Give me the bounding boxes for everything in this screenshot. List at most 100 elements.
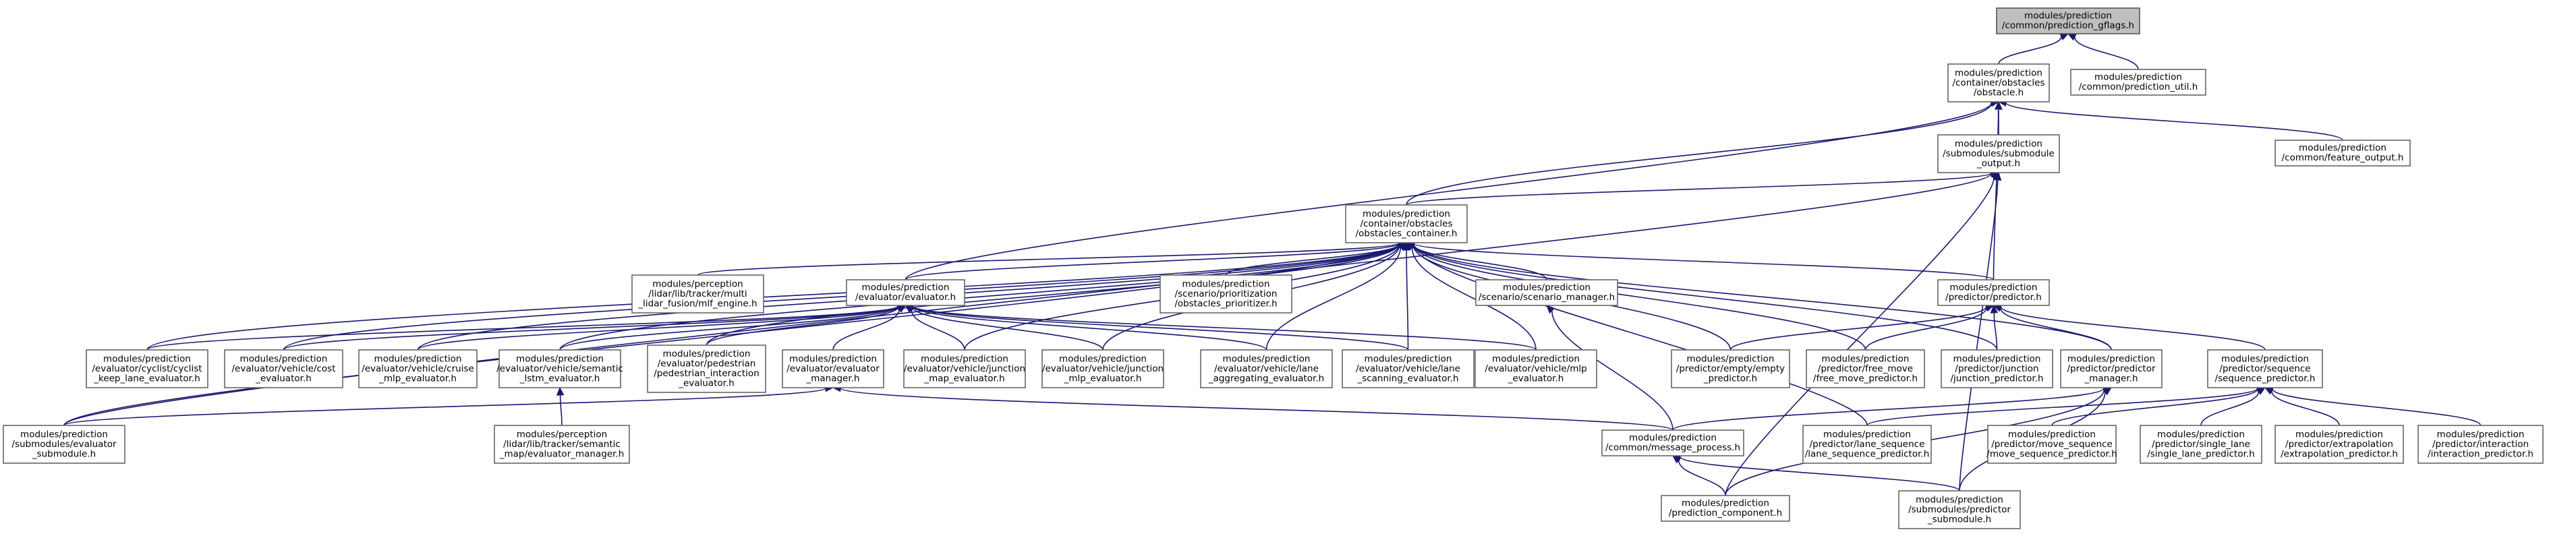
edge-evaluator-to-obstacle	[905, 99, 2000, 280]
node-label-line: /evaluator/evaluator	[786, 363, 880, 374]
node-label-line: /common/prediction_util.h	[2079, 82, 2198, 92]
node-label-line: _manager.h	[2084, 373, 2138, 384]
node-box	[1601, 429, 1744, 456]
node-label-line: /evaluator/vehicle/lane	[1214, 363, 1319, 374]
node-junction-map[interactable]: modules/prediction/evaluator/vehicle/jun…	[903, 349, 1026, 388]
node-label-line: /pedestrian_interaction	[654, 368, 760, 379]
node-label-line: /scenario/scenario_manager.h	[1479, 292, 1615, 303]
node-free-move[interactable]: modules/prediction/predictor/free_move/f…	[1806, 349, 1925, 388]
node-label-line: /evaluator/vehicle/junction	[1042, 363, 1164, 374]
edge-line	[2200, 391, 2260, 426]
edge-line	[1413, 243, 1998, 351]
node-eval-submodule[interactable]: modules/prediction/submodules/evaluator_…	[3, 425, 125, 464]
node-box	[1671, 349, 1790, 388]
node-obs-container[interactable]: modules/prediction/container/obstacles/o…	[1345, 204, 1468, 243]
node-feature-output[interactable]: modules/prediction/common/feature_output…	[2274, 140, 2411, 167]
node-lane-agg[interactable]: modules/prediction/evaluator/vehicle/lan…	[1200, 349, 1333, 388]
edge-line	[559, 305, 899, 351]
node-pred-submodule[interactable]: modules/prediction/submodules/predictor_…	[1898, 490, 2021, 529]
node-label-line: modules/prediction	[1955, 67, 2042, 78]
node-label-line: /extrapolation_predictor.h	[2281, 448, 2398, 459]
node-gflags[interactable]: modules/prediction/common/prediction_gfl…	[1996, 7, 2140, 34]
node-empty-pred[interactable]: modules/prediction/predictor/empty/empty…	[1671, 349, 1790, 388]
edge-line	[1412, 245, 1868, 426]
node-interaction[interactable]: modules/prediction/predictor/interaction…	[2417, 425, 2544, 464]
edge-msg-process-to-eval-manager	[832, 384, 1673, 431]
node-label-line: _scanning_evaluator.h	[1356, 373, 1458, 384]
node-seq-pred[interactable]: modules/prediction/predictor/sequence/se…	[2207, 349, 2323, 388]
node-box	[1937, 134, 2060, 173]
edge-line	[559, 243, 1400, 351]
edge-line	[1406, 102, 1992, 206]
node-label-line: modules/prediction	[2008, 429, 2096, 440]
node-scenario-manager[interactable]: modules/prediction/scenario/scenario_man…	[1475, 279, 1618, 306]
edge-line	[1993, 312, 1998, 351]
node-label-line: modules/prediction	[20, 429, 108, 440]
node-eval-manager[interactable]: modules/prediction/evaluator/evaluator_m…	[782, 349, 884, 388]
node-semantic-lstm[interactable]: modules/prediction/evaluator/vehicle/sem…	[496, 349, 623, 388]
node-obs-prioritizer[interactable]: modules/prediction/scenario/prioritizati…	[1160, 274, 1292, 314]
node-label-line: modules/prediction	[1955, 138, 2042, 149]
node-box	[846, 279, 965, 306]
node-label-line: /submodules/evaluator	[11, 439, 117, 450]
node-junction-pred[interactable]: modules/prediction/predictor/junction/ju…	[1941, 349, 2053, 388]
node-pred-component[interactable]: modules/prediction/prediction_component.…	[1661, 495, 1790, 522]
node-label-line: /evaluator/vehicle/lane	[1356, 363, 1460, 374]
node-pedestrian[interactable]: modules/prediction/evaluator/pedestrian/…	[647, 345, 766, 393]
node-cruise[interactable]: modules/prediction/evaluator/vehicle/cru…	[358, 349, 478, 388]
node-label-line: _output.h	[1976, 158, 2020, 169]
node-label-line: /predictor/lane_sequence	[1810, 439, 1925, 450]
node-label-line: _submodule.h	[1927, 514, 1991, 525]
node-submodule-output[interactable]: modules/prediction/submodules/submodule_…	[1937, 134, 2060, 173]
edge-predictor-to-obstacle	[1993, 100, 2003, 280]
edge-empty-pred-to-predictor	[1729, 303, 1995, 351]
node-pred-manager[interactable]: modules/prediction/predictor/predictor_m…	[2060, 349, 2163, 388]
edge-line	[1406, 172, 1992, 206]
node-mlp-eval[interactable]: modules/prediction/evaluator/vehicle/mlp…	[1475, 349, 1597, 388]
node-box	[1475, 349, 1597, 388]
node-cost-eval[interactable]: modules/prediction/evaluator/vehicle/cos…	[224, 349, 343, 388]
node-label-line: /evaluator/vehicle/junction	[904, 363, 1025, 374]
node-label-line: /lane_sequence_predictor.h	[1805, 448, 1930, 459]
edge-eval-submodule-to-obs-container	[63, 239, 1408, 426]
node-label-line: /predictor/predictor.h	[1945, 292, 2042, 303]
node-label-line: modules/prediction	[1182, 278, 1270, 289]
node-semantic-map[interactable]: modules/perception/lidar/lib/tracker/sem…	[494, 425, 630, 464]
node-label-line: _submodule.h	[32, 448, 96, 459]
edge-line	[1412, 244, 1866, 351]
node-box	[494, 425, 630, 464]
node-junction-mlp[interactable]: modules/prediction/evaluator/vehicle/jun…	[1041, 349, 1164, 388]
node-box	[1937, 279, 2050, 306]
node-label-line: /evaluator/vehicle/cruise	[362, 363, 474, 374]
node-lane-scan[interactable]: modules/prediction/evaluator/vehicle/lan…	[1342, 349, 1475, 388]
edge-single-lane-to-seq-pred	[2200, 387, 2266, 426]
node-label-line: /predictor/free_move	[1818, 363, 1913, 374]
edge-line	[1998, 36, 2062, 65]
node-mlf-engine[interactable]: modules/perception/lidar/lib/tracker/mul…	[631, 274, 764, 314]
node-extrapolation[interactable]: modules/prediction/predictor/extrapolati…	[2274, 425, 2404, 464]
node-label-line: /predictor/extrapolation	[2285, 439, 2393, 450]
edge-line	[1672, 388, 2105, 431]
node-label-line: _mlp_evaluator.h	[1064, 373, 1142, 384]
node-obstacle[interactable]: modules/prediction/container/obstacles/o…	[1947, 63, 2050, 102]
node-label-line: /evaluator/pedestrian	[658, 359, 756, 369]
node-box	[1806, 349, 1925, 388]
node-predictor[interactable]: modules/prediction/predictor/predictor.h	[1937, 279, 2050, 306]
node-label-line: modules/prediction	[1365, 353, 1452, 364]
node-label-line: /junction_predictor.h	[1950, 373, 2043, 384]
edge-line	[1729, 306, 1987, 351]
node-label-line: _manager.h	[805, 373, 859, 384]
node-evaluator[interactable]: modules/prediction/evaluator/evaluator.h	[846, 279, 965, 306]
node-move-seq[interactable]: modules/prediction/predictor/move_sequen…	[1986, 425, 2117, 464]
node-lane-seq[interactable]: modules/prediction/predictor/lane_sequen…	[1802, 425, 1932, 464]
edge-line	[63, 243, 1400, 426]
node-box	[1200, 349, 1333, 388]
node-label-line: /predictor/empty/empty	[1676, 363, 1785, 374]
node-util[interactable]: modules/prediction/common/prediction_uti…	[2070, 69, 2206, 96]
edge-line	[706, 243, 1400, 346]
node-single-lane[interactable]: modules/prediction/predictor/single_lane…	[2140, 425, 2262, 464]
node-cyclist[interactable]: modules/prediction/evaluator/cyclist/cyc…	[86, 349, 208, 388]
node-msg-process[interactable]: modules/prediction/common/message_proces…	[1601, 429, 1744, 456]
edge-semantic-map-to-semantic-lstm	[556, 386, 565, 426]
node-box	[1947, 63, 2050, 102]
